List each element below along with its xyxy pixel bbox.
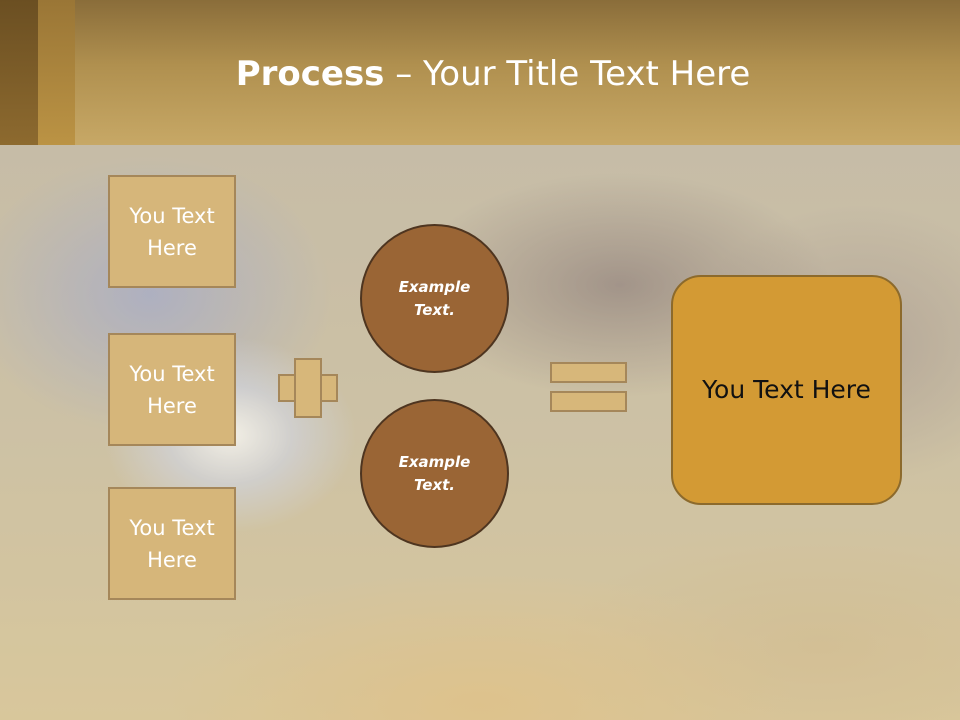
text-box-1-label: You Text Here: [129, 203, 215, 260]
result-box-label: You Text Here: [702, 375, 871, 404]
title-bold: Process: [235, 54, 385, 94]
slide-title: Process – Your Title Text Here: [0, 52, 960, 96]
header-corner-accent-dark: [0, 0, 38, 145]
example-circle-1-label: Example Text.: [398, 277, 471, 319]
text-box-3: You Text Here: [108, 487, 236, 600]
header-band: [0, 0, 960, 145]
equals-sign-top-bar: [550, 362, 627, 383]
text-box-2: You Text Here: [108, 333, 236, 446]
text-box-2-label: You Text Here: [129, 361, 215, 418]
example-circle-2-label: Example Text.: [398, 452, 471, 494]
example-circle-2: Example Text.: [360, 399, 509, 548]
result-box: You Text Here: [671, 275, 902, 505]
text-box-3-label: You Text Here: [129, 515, 215, 572]
example-circle-1: Example Text.: [360, 224, 509, 373]
plus-sign-center: [296, 376, 320, 400]
equals-sign-bottom-bar: [550, 391, 627, 412]
text-box-1: You Text Here: [108, 175, 236, 288]
title-rest: – Your Title Text Here: [384, 54, 751, 94]
header-corner-accent-mid: [38, 0, 75, 145]
